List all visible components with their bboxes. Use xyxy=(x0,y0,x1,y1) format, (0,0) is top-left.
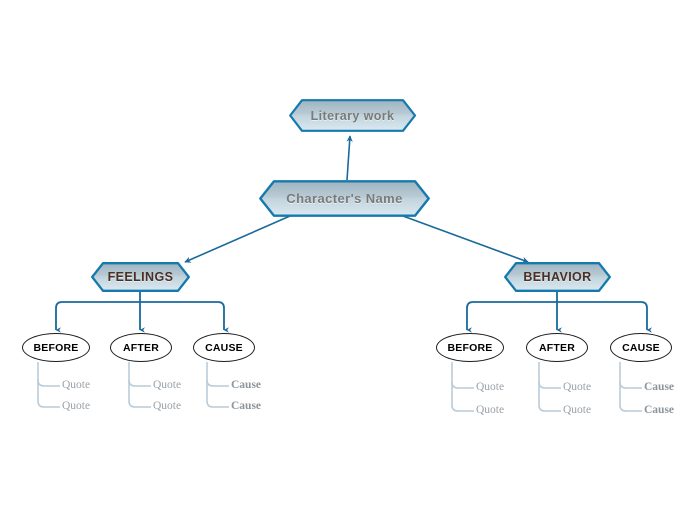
edge-character-to-literary xyxy=(346,135,353,181)
literary-work-label: Literary work xyxy=(310,108,395,123)
node-behavior-before[interactable]: BEFORE xyxy=(436,333,504,362)
node-feelings-before[interactable]: BEFORE xyxy=(22,333,90,362)
feelings-after-label: AFTER xyxy=(123,341,159,354)
leaf-behavior-after-1[interactable]: Quote xyxy=(563,381,592,393)
leaf-feelings-cause-1[interactable]: Cause xyxy=(231,379,262,391)
feelings-before-label: BEFORE xyxy=(33,341,79,354)
leaf-behavior-cause-2[interactable]: Cause xyxy=(644,404,675,416)
leaf-feelings-after-1[interactable]: Quote xyxy=(153,379,182,391)
node-behavior-after[interactable]: AFTER xyxy=(526,333,588,362)
behavior-after-label: AFTER xyxy=(539,341,575,354)
edge-character-to-feelings xyxy=(184,215,291,263)
leaf-behavior-before-1[interactable]: Quote xyxy=(476,381,505,393)
literary-work-shape xyxy=(289,99,416,132)
leaf-bracket-behavior-before xyxy=(451,362,474,412)
feelings-label: FEELINGS xyxy=(107,270,174,284)
node-character-name[interactable]: Character's Name xyxy=(259,180,430,217)
leaf-bracket-feelings-before xyxy=(37,362,60,408)
edge-behavior-to-children xyxy=(466,291,652,333)
leaf-feelings-before-2[interactable]: Quote xyxy=(62,400,91,412)
leaf-behavior-cause-1[interactable]: Cause xyxy=(644,381,675,393)
node-literary-work[interactable]: Literary work xyxy=(289,99,416,132)
leaf-bracket-feelings-after xyxy=(128,362,151,408)
behavior-cause-label: CAUSE xyxy=(622,341,660,354)
leaf-behavior-before-2[interactable]: Quote xyxy=(476,404,505,416)
node-behavior-cause[interactable]: CAUSE xyxy=(610,333,672,362)
leaf-bracket-behavior-after xyxy=(538,362,561,412)
leaf-behavior-after-2[interactable]: Quote xyxy=(563,404,592,416)
leaf-bracket-feelings-cause xyxy=(206,362,229,408)
feelings-shape xyxy=(91,262,190,292)
edge-character-to-behavior xyxy=(402,215,529,264)
behavior-shape xyxy=(504,262,611,292)
leaf-feelings-cause-2[interactable]: Cause xyxy=(231,400,262,412)
node-feelings-cause[interactable]: CAUSE xyxy=(193,333,255,362)
behavior-before-label: BEFORE xyxy=(447,341,493,354)
behavior-label: BEHAVIOR xyxy=(523,270,592,284)
character-name-shape xyxy=(259,180,430,217)
leaf-bracket-behavior-cause xyxy=(619,362,642,412)
node-feelings[interactable]: FEELINGS xyxy=(91,262,190,292)
edge-feelings-to-children xyxy=(55,291,229,333)
feelings-cause-label: CAUSE xyxy=(205,341,243,354)
leaf-feelings-after-2[interactable]: Quote xyxy=(153,400,182,412)
node-feelings-after[interactable]: AFTER xyxy=(110,333,172,362)
character-name-label: Character's Name xyxy=(286,191,403,206)
node-behavior[interactable]: BEHAVIOR xyxy=(504,262,611,292)
leaf-feelings-before-1[interactable]: Quote xyxy=(62,379,91,391)
